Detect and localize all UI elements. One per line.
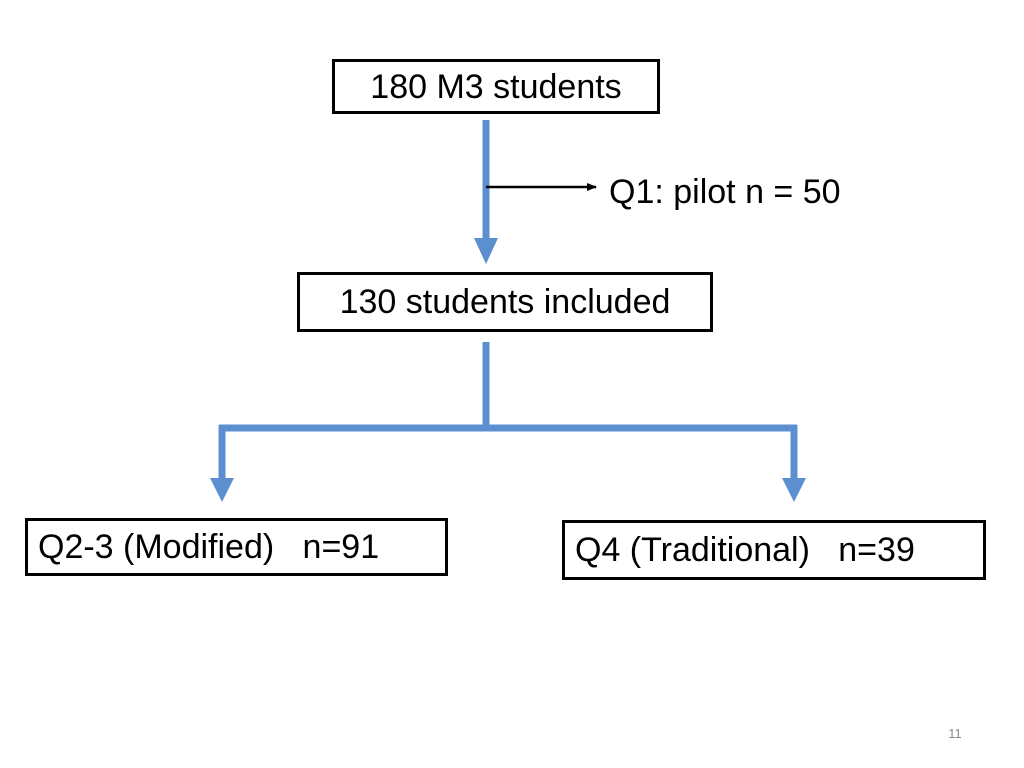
split-connector — [219, 342, 797, 432]
start-box: 180 M3 students — [332, 59, 660, 114]
included-box: 130 students included — [297, 272, 713, 332]
pilot-exclusion-label: Q1: pilot n = 50 — [609, 173, 841, 211]
modified-group-box: Q2-3 (Modified) n=91 — [25, 518, 448, 576]
page-number: 11 — [948, 726, 962, 741]
main-down-arrow — [474, 120, 498, 264]
traditional-group-box: Q4 (Traditional) n=39 — [562, 520, 986, 580]
right-branch-arrow — [782, 425, 806, 502]
left-branch-arrow — [210, 425, 234, 502]
